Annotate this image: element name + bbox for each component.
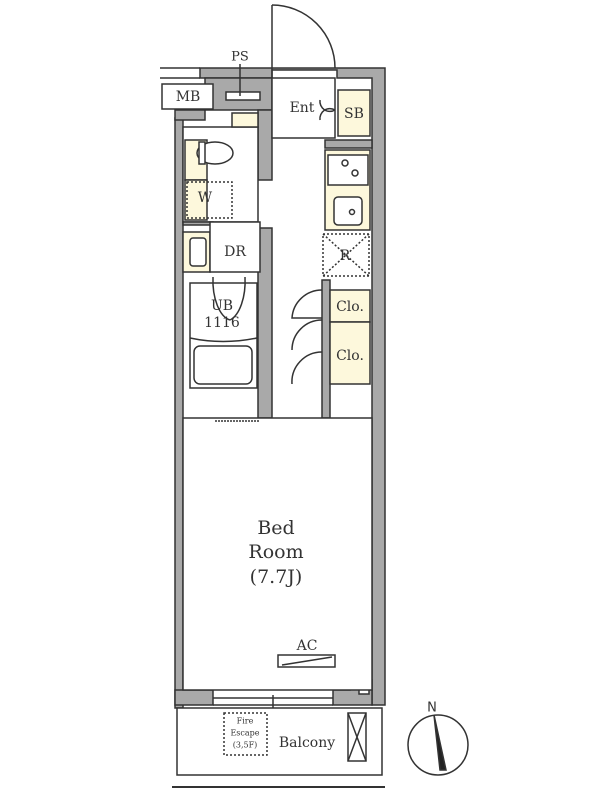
- label-fire-2: Escape: [230, 728, 260, 738]
- label-fire-1: Fire: [236, 716, 254, 726]
- label-closet-1: Clo.: [336, 299, 364, 315]
- label-fire-3: (3,5F): [232, 740, 258, 750]
- label-ub: UB: [210, 298, 234, 314]
- label-bedroom-size: (7.7J): [249, 566, 303, 588]
- toilet: [196, 141, 234, 165]
- ent-area: [271, 77, 336, 139]
- bedroom: [182, 417, 373, 691]
- label-w: W: [197, 190, 213, 206]
- label-closet-2: Clo.: [336, 348, 364, 364]
- fire-escape-hatch: [223, 712, 268, 756]
- bathtub: [193, 345, 253, 385]
- ps-box: [225, 91, 261, 101]
- label-balcony: Balcony: [278, 735, 336, 751]
- label-ps: PS: [231, 49, 249, 65]
- label-bedroom-2: Room: [248, 541, 304, 563]
- ac-unit: [277, 654, 336, 668]
- closet-1: [329, 289, 371, 323]
- north-arrow-icon: [433, 714, 447, 771]
- closet-2: [329, 321, 371, 385]
- left-wall: [174, 117, 184, 709]
- compass-north-label: N: [427, 700, 437, 716]
- label-r: R: [339, 248, 351, 264]
- label-ac: AC: [296, 638, 318, 654]
- label-ub-size: 1116: [204, 315, 240, 331]
- label-mb: MB: [175, 89, 201, 105]
- label-ent: Ent: [289, 100, 315, 116]
- sb-shelf: [337, 89, 371, 137]
- dr-area: [209, 221, 261, 273]
- compass: [407, 714, 469, 776]
- label-bedroom-1: Bed: [257, 517, 295, 539]
- mb-box: [161, 83, 214, 110]
- label-sb: SB: [344, 106, 364, 122]
- label-dr: DR: [224, 244, 246, 260]
- entrance-door-arc: [271, 4, 336, 69]
